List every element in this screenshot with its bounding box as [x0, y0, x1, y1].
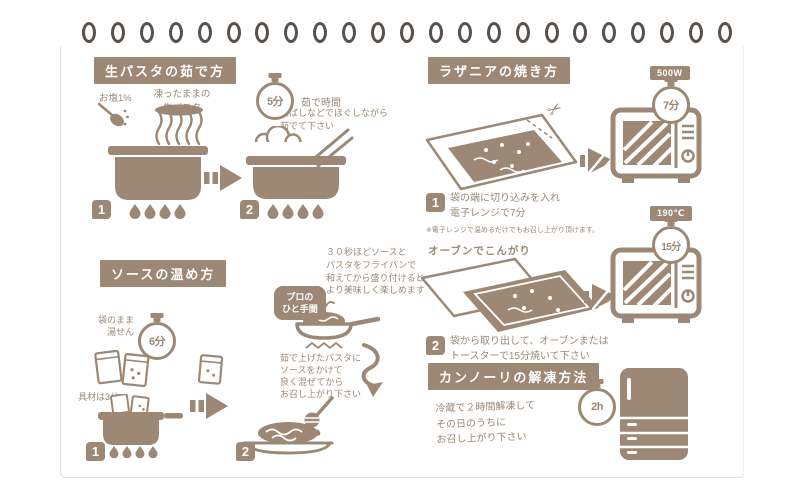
binder-ring — [399, 22, 414, 43]
binder-ring — [226, 22, 241, 43]
binder-ring — [631, 22, 646, 43]
cannoli-section-title: カンノーリの解凍方法 — [428, 363, 600, 390]
sauce-step-1-badge: 1 — [86, 442, 105, 461]
binder-ring — [457, 22, 472, 43]
binder-ring — [139, 22, 154, 43]
binder-ring — [515, 22, 530, 43]
flames-icon — [108, 446, 160, 461]
salt-label: お塩1% — [99, 93, 132, 104]
pasta-plate-icon — [242, 416, 334, 456]
boil-timer: 5分 — [256, 82, 294, 120]
binder-ring — [342, 22, 357, 43]
curved-arrow-down-icon — [358, 342, 386, 400]
page-edge — [60, 46, 744, 478]
lasagna-bag-tray-icon — [424, 110, 579, 192]
oven-crisp-label: オーブンでこんがり — [428, 245, 531, 257]
cannoli-note: 冷蔵で２時間解凍して その日のうちに お召し上がり下さい — [435, 400, 536, 446]
defrost-timer: 2h — [578, 388, 616, 426]
microwave-only-note: ※電子レンジで温めるだけでもお召し上がり頂けます。 — [426, 227, 600, 234]
binder-ring — [717, 22, 732, 43]
boiling-pot-icon — [244, 126, 356, 204]
binder-ring — [255, 22, 270, 43]
spiral-binding — [82, 22, 732, 43]
microwave-icon — [610, 106, 702, 188]
boil-time-label: 茹で時間 — [301, 98, 341, 109]
arrow-right-icon — [204, 164, 242, 192]
falling-noodles-icon — [150, 104, 208, 148]
boil-instruction-note: 菜ばしなどでほぐしながら 茹でて下さい — [280, 108, 388, 131]
binder-ring — [284, 22, 299, 43]
pro-tip-bubble: プロの ひと手間 — [274, 286, 326, 321]
microwave-timer: 7分 — [652, 86, 690, 124]
binder-ring — [168, 22, 183, 43]
flames-icon — [266, 204, 326, 222]
sauce-pouches-icon — [94, 348, 152, 392]
binder-ring — [660, 22, 675, 43]
lasagna-step-1-text: 袋の端に切り込みを入れ 電子レンジで7分 — [450, 193, 560, 219]
sauce-section-title: ソースの温め方 — [100, 260, 227, 287]
binder-ring — [544, 22, 559, 43]
bain-marie-pot-icon — [98, 394, 184, 448]
pasta-section-title: 生パスタの茹で方 — [94, 57, 237, 84]
binder-ring — [371, 22, 386, 43]
sauce-step-2-badge: 2 — [236, 442, 255, 461]
pasta-pot-icon — [108, 142, 208, 204]
oven-timer: 15分 — [652, 226, 690, 264]
lasagna-step-2-text: 袋から取り出して、オーブンまたは トースターで15分焼いて下さい — [450, 336, 609, 362]
binder-ring — [82, 22, 96, 43]
binder-ring — [689, 22, 704, 43]
pasta-step-2-badge: 2 — [240, 200, 259, 219]
lasagna-section-title: ラザニアの焼き方 — [428, 57, 571, 84]
oven-icon — [610, 246, 702, 328]
ingredients-time-label: 具材は3分 — [78, 392, 120, 402]
lasagna-step-2-badge: 2 — [426, 336, 445, 355]
serve-note: 茹で上げたパスタに ソースをかけて 良く混ぜてから お召し上がり下さい — [280, 353, 362, 400]
power-badge: 500W — [650, 66, 690, 80]
arrow-right-striped-icon — [580, 146, 614, 176]
sauce-timer: 6分 — [138, 322, 176, 360]
binder-ring — [602, 22, 617, 43]
pasta-step-1-badge: 1 — [92, 200, 111, 219]
binder-ring — [573, 22, 588, 43]
binder-ring — [313, 22, 328, 43]
pouch-icon — [198, 354, 224, 386]
salt-spoon-icon — [96, 101, 130, 133]
bag-warm-label: 袋のまま 湯せん — [97, 315, 134, 338]
sauce-dipper-icon — [298, 396, 338, 436]
temp-badge: 190℃ — [650, 206, 692, 221]
binder-ring — [486, 22, 501, 43]
lasagna-step-1-badge: 1 — [426, 193, 445, 212]
arrow-right-icon — [190, 392, 228, 420]
binder-ring — [197, 22, 212, 43]
refrigerator-icon — [618, 366, 690, 462]
pro-tip-note: ３０秒ほどソースと パスタをフライパンで 和えてから盛り付けると より美味しく楽… — [326, 247, 425, 296]
binder-ring — [110, 22, 125, 43]
binder-ring — [428, 22, 443, 43]
flames-icon — [128, 204, 188, 222]
lasagna-tray-icon — [460, 266, 602, 334]
